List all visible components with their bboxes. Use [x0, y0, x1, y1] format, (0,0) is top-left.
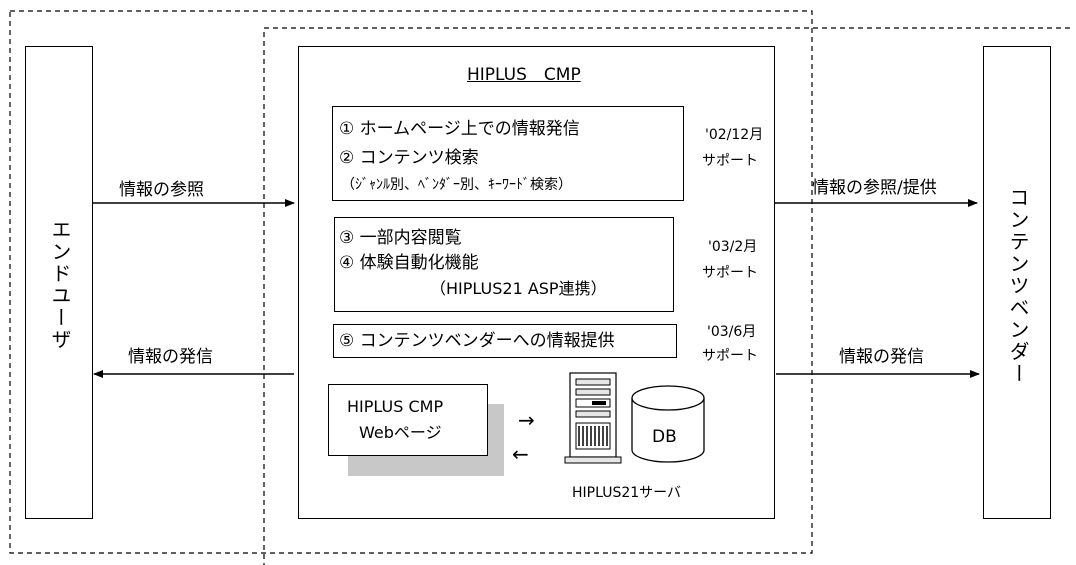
arrow-to-webpage: ← — [512, 442, 529, 466]
group-1-support: サポート — [702, 153, 758, 169]
webpage-line-2: Webページ — [359, 423, 442, 442]
group-3-date: '03/6月 — [707, 324, 757, 340]
flow-ref-left: 情報の参照 — [119, 180, 204, 200]
db-label: DB — [652, 427, 677, 447]
group-3-support: サポート — [702, 348, 758, 364]
group-2-date: '03/2月 — [708, 239, 758, 255]
database-icon — [631, 385, 705, 463]
end-user-label: エンドユーザ — [48, 219, 72, 351]
content-vendor-box: コンテンツベンダー — [983, 46, 1051, 519]
flow-send-right: 情報の発信 — [839, 347, 924, 367]
webpage-line-1: HIPLUS CMP — [347, 397, 444, 416]
feature-group-1: ① ホームページ上での情報発信 ② コンテンツ検索 （ｼﾞｬﾝﾙ別、ﾍﾞﾝﾀﾞｰ… — [332, 106, 684, 201]
arrow-to-server: → — [518, 408, 535, 432]
group-1-date: '02/12月 — [705, 127, 764, 143]
feature-1-text: ① ホームページ上での情報発信 — [339, 119, 580, 139]
feature-4-note: （HIPLUS21 ASP連携） — [430, 279, 607, 298]
feature-2-text: ② コンテンツ検索 — [339, 148, 479, 168]
vendor-region — [263, 27, 1070, 565]
group-2-support: サポート — [702, 265, 758, 281]
feature-3-text: ③ 一部内容閲覧 — [339, 228, 462, 248]
content-vendor-label: コンテンツベンダー — [1006, 187, 1030, 385]
flow-ref-right: 情報の参照/提供 — [812, 178, 937, 198]
server-label: HIPLUS21サーバ — [572, 485, 682, 501]
end-user-region — [9, 10, 813, 554]
feature-4-text: ④ 体験自動化機能 — [339, 253, 479, 273]
server-icon — [564, 372, 622, 464]
webpage-box: HIPLUS CMP Webページ — [328, 384, 488, 456]
feature-group-3: ⑤ コンテンツベンダーへの情報提供 — [333, 324, 677, 358]
cmp-title: HIPLUS CMP — [467, 65, 581, 85]
end-user-box: エンドユーザ — [25, 46, 93, 519]
feature-5-text: ⑤ コンテンツベンダーへの情報提供 — [339, 331, 615, 351]
feature-2-note: （ｼﾞｬﾝﾙ別、ﾍﾞﾝﾀﾞｰ別、ｷｰﾜｰﾄﾞ検索） — [341, 177, 572, 193]
flow-send-left: 情報の発信 — [128, 347, 213, 367]
feature-group-2: ③ 一部内容閲覧 ④ 体験自動化機能 （HIPLUS21 ASP連携） — [334, 217, 674, 312]
